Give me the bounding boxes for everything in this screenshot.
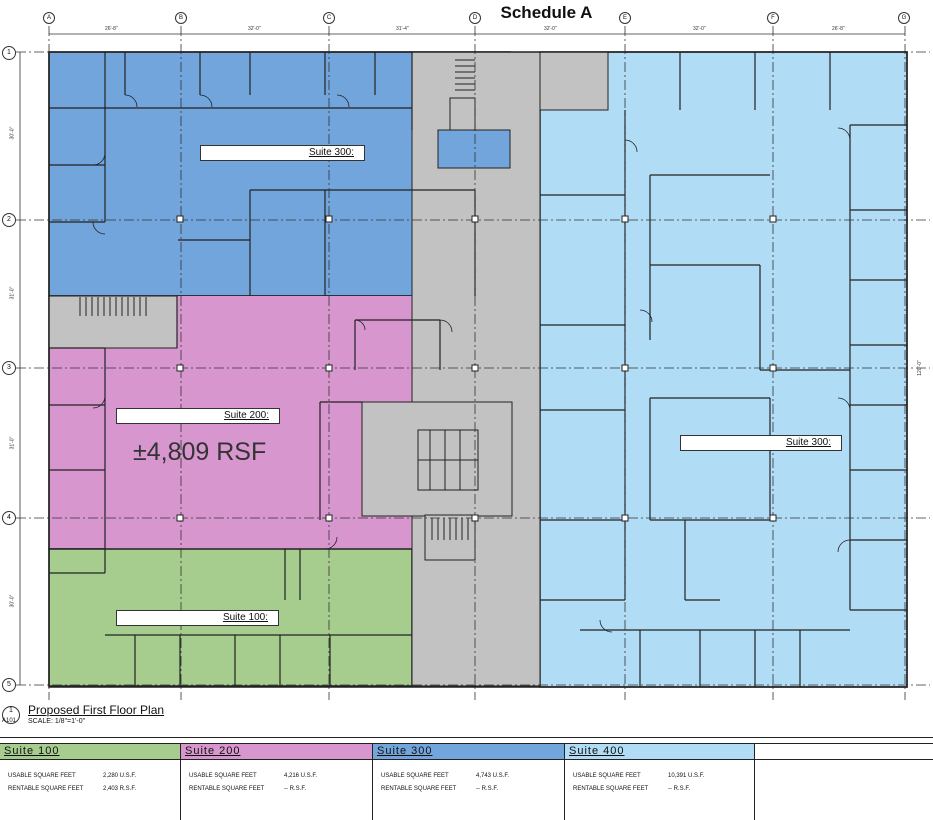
suite-400-area [539, 51, 908, 688]
dim-f-g: 26'-8" [832, 26, 845, 32]
grid-row-1: 1 [2, 46, 16, 60]
dim-3-4: 31'-0" [9, 436, 16, 450]
grid-col-a: A [43, 12, 55, 24]
schedule-divider [0, 737, 933, 738]
schedule-header: Suite 300 [373, 743, 564, 760]
schedule-header: Suite 100 [0, 743, 180, 760]
dim-b-c: 32'-0" [248, 26, 261, 32]
rentable-row: RENTABLE SQUARE FEET-- R.S.F. [381, 786, 498, 792]
dim-4-5: 30'-0" [9, 594, 16, 608]
dim-a-b: 26'-8" [105, 26, 118, 32]
dim-1-2: 30'-0" [9, 126, 16, 140]
grid-col-b: B [175, 12, 187, 24]
rentable-row: RENTABLE SQUARE FEET-- R.S.F. [573, 786, 690, 792]
suite-200-label: Suite 200: [116, 408, 280, 424]
plan-number-bubble: 1 [2, 706, 20, 724]
dim-e-f: 32'-0" [693, 26, 706, 32]
core-elevator [449, 97, 476, 131]
rentable-row: RENTABLE SQUARE FEET-- R.S.F. [189, 786, 306, 792]
schedule-header: Suite 400 [565, 743, 754, 760]
plan-sheet-ref: A101 [2, 718, 17, 724]
floor-plan-drawing [16, 26, 930, 700]
suite-300-west-label: Suite 300: [200, 145, 365, 161]
grid-col-g: G [898, 12, 910, 24]
core-west-ne [437, 129, 511, 169]
schedule-col-empty [755, 743, 933, 820]
suite-300-east-label: Suite 300: [680, 435, 842, 451]
grid-row-4: 4 [2, 511, 16, 525]
page-title: Schedule A [500, 3, 593, 22]
grid-col-e: E [619, 12, 631, 24]
plan-scale: SCALE: 1/8"=1'-0" [28, 718, 86, 725]
dim-right-overall: 120'-0" [916, 360, 923, 376]
schedule-header-empty [755, 743, 933, 760]
grid-col-f: F [767, 12, 779, 24]
dim-d-e: 32'-0" [544, 26, 557, 32]
plan-title: Proposed First Floor Plan [28, 703, 165, 717]
core-stair-west [48, 295, 178, 349]
grid-col-c: C [323, 12, 335, 24]
schedule-header: Suite 200 [181, 743, 372, 760]
area-callout: ±4,809 RSF [133, 438, 267, 466]
dim-c-d: 31'-4" [396, 26, 409, 32]
grid-row-3: 3 [2, 361, 16, 375]
grid-col-d: D [469, 12, 481, 24]
grid-row-2: 2 [2, 213, 16, 227]
dim-2-3: 31'-0" [9, 286, 16, 300]
core-mech [539, 51, 609, 111]
suite-100-label: Suite 100: [116, 610, 279, 626]
grid-row-5: 5 [2, 678, 16, 692]
